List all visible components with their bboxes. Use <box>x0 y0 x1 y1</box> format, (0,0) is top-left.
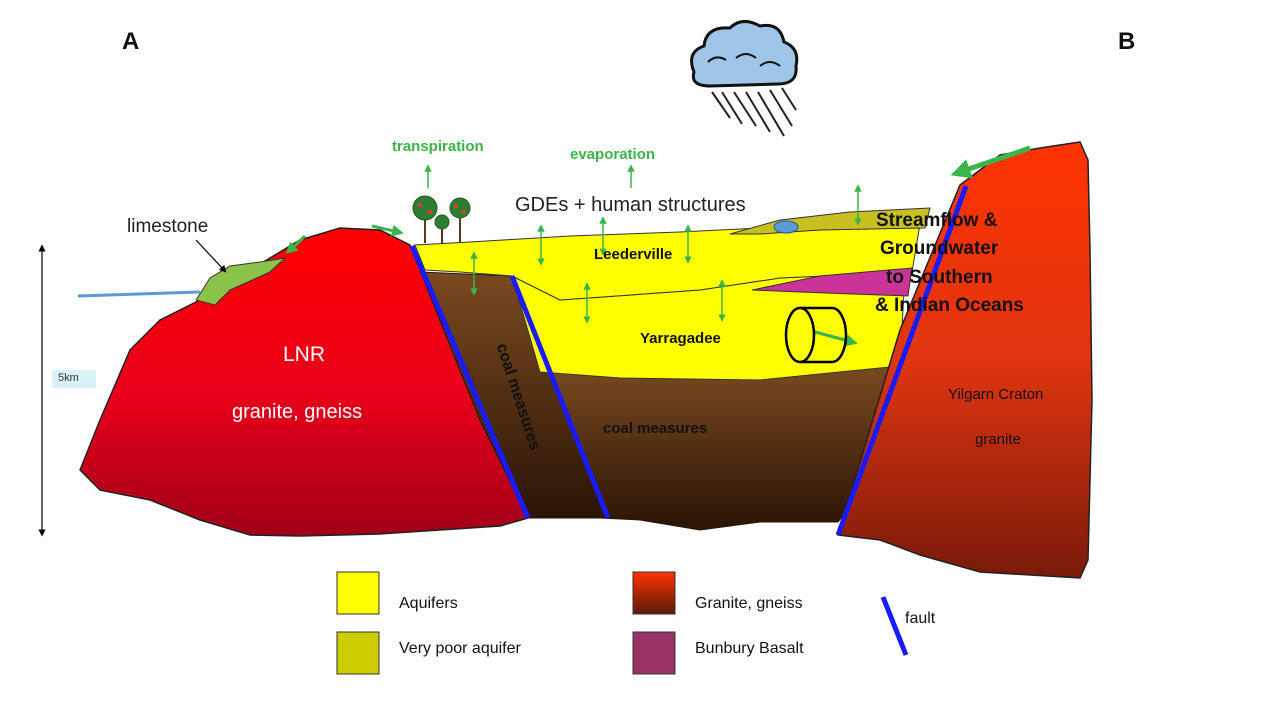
yarragadee-label: Yarragadee <box>640 330 721 347</box>
corner-label-b: B <box>1118 28 1136 55</box>
streamflow-line-3: to Southern <box>886 267 993 288</box>
evaporation-label: evaporation <box>570 146 656 163</box>
sea-level-line <box>77 290 201 298</box>
legend-very-poor-aquifer-swatch <box>336 631 380 675</box>
trees-icon <box>412 195 471 243</box>
limestone-pointer <box>195 239 227 273</box>
legend-fault-label: fault <box>905 610 936 627</box>
scale-label-box <box>52 370 96 388</box>
bore-pipe-icon <box>784 306 848 364</box>
limestone <box>195 257 287 306</box>
yilgarn-rock-label: granite <box>975 431 1021 448</box>
lnr-label: LNR <box>283 343 326 366</box>
lnr-granite-block <box>79 227 530 537</box>
lnr-rock-label: granite, gneiss <box>232 401 363 423</box>
leederville-label: Leederville <box>594 246 673 263</box>
gdes-label: GDEs + human structures <box>515 194 746 216</box>
fault-middle <box>509 275 611 519</box>
rain-cloud-icon <box>690 20 799 137</box>
yilgarn-craton-block <box>837 141 1093 579</box>
coal-measures-label: coal measures <box>603 420 708 437</box>
legend-basalt-label: Bunbury Basalt <box>695 640 804 657</box>
legend-aquifers-swatch <box>336 571 380 615</box>
bunbury-basalt <box>751 267 913 297</box>
fault-right <box>835 185 969 536</box>
legend-granite-swatch <box>632 571 676 615</box>
legend-basalt-swatch <box>632 631 676 675</box>
transpiration-label: transpiration <box>392 138 484 155</box>
scale-label: 5km <box>58 372 79 384</box>
legend-granite-label: Granite, gneiss <box>695 595 803 612</box>
streamflow-line-1: Streamflow & <box>876 210 998 231</box>
legend-very-poor-aquifer-label: Very poor aquifer <box>399 640 521 657</box>
lake <box>773 220 799 234</box>
limestone-label: limestone <box>127 216 209 237</box>
streamflow-line-4: & Indian Oceans <box>875 295 1024 316</box>
legend-fault-swatch <box>880 596 909 656</box>
streamflow-line-2: Groundwater <box>880 238 999 259</box>
corner-label-a: A <box>122 28 140 55</box>
fault-left <box>409 245 531 519</box>
legend-aquifers-label: Aquifers <box>399 595 458 612</box>
vertical-flux-arrows <box>424 164 862 324</box>
yilgarn-label: Yilgarn Craton <box>948 386 1044 403</box>
